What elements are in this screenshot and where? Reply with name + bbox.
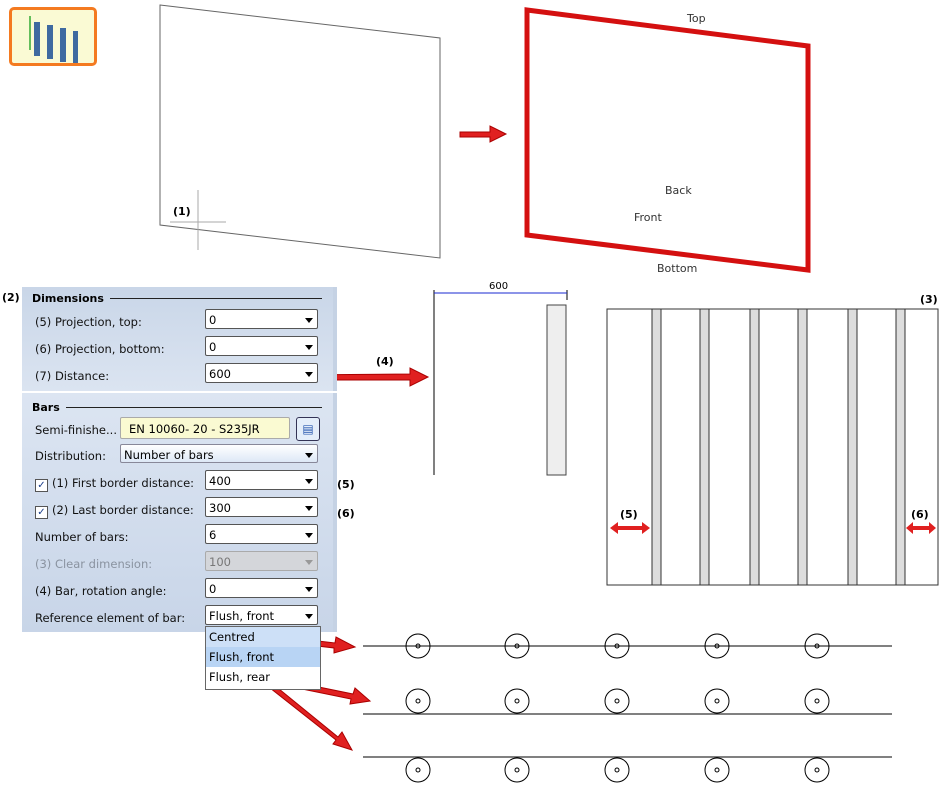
checkbox[interactable]: ✓ [35, 479, 48, 492]
dimension-value: 600 [489, 281, 509, 292]
elevation-view [606, 308, 939, 586]
dimensions-section: Dimensions (5) Projection, top: 0 (6) Pr… [22, 287, 337, 391]
option-centred[interactable]: Centred [206, 627, 320, 647]
bar-section-circle [415, 767, 421, 773]
label-1: (1) [173, 205, 191, 218]
distance-label: (7) Distance: [35, 369, 110, 383]
label-5: (5) [337, 478, 355, 491]
section-view [433, 290, 568, 476]
bar-section-circle [604, 757, 630, 783]
bar-section-circle [504, 757, 530, 783]
semi-finished-field[interactable]: EN 10060- 20 - S235JR [120, 417, 290, 439]
bar-row-field[interactable]: 0 [205, 578, 318, 598]
bar-section-circle [405, 633, 431, 659]
bar-section-circle [504, 633, 530, 659]
projection-top-field[interactable]: 0 [205, 309, 318, 329]
bar-row-field: 100 [205, 551, 318, 571]
bar-section-circle [415, 698, 421, 704]
bar-section-circle [405, 757, 431, 783]
frame-back-label: Back [665, 184, 692, 197]
reference-dropdown-list: Centred Flush, front Flush, rear [205, 626, 321, 690]
bar-row-field[interactable]: 6 [205, 524, 318, 544]
label-4: (4) [376, 355, 394, 368]
bar-row-field[interactable]: Flush, front [205, 605, 318, 625]
label-5-drawing: (5) [620, 508, 638, 521]
label-3: (3) [920, 293, 938, 306]
bar-section-circle [814, 643, 820, 649]
bar-section-circle [415, 643, 421, 649]
bar-row-label: (3) Clear dimension: [35, 557, 153, 571]
bar-section-circle [504, 688, 530, 714]
bar-section-circle [714, 643, 720, 649]
bar-section-circle [814, 767, 820, 773]
bar-row-label: Reference element of bar: [35, 611, 186, 625]
distance-field[interactable]: 600 [205, 363, 318, 383]
bar-section-circle [405, 688, 431, 714]
bar-section-circle [514, 698, 520, 704]
bar-section-circle [514, 643, 520, 649]
bar-section-circle [604, 688, 630, 714]
frame-bottom-label: Bottom [657, 262, 698, 275]
semi-finished-label: Semi-finishe... [35, 423, 117, 437]
distribution-label: Distribution: [35, 449, 106, 463]
dimensions-title: Dimensions [32, 292, 322, 305]
label-6-drawing: (6) [911, 508, 929, 521]
bar-section-circle [704, 688, 730, 714]
bar-section-circle [704, 757, 730, 783]
option-flush-front[interactable]: Flush, front [206, 647, 320, 667]
bar-section-circle [614, 643, 620, 649]
bar-section-circle [714, 698, 720, 704]
frame-top-label: Top [687, 12, 706, 25]
bar-grid-icon [9, 7, 97, 66]
bar-row-label: ✓(1) First border distance: [35, 476, 194, 492]
frame-3d [524, 7, 811, 273]
projection-top-label: (5) Projection, top: [35, 315, 142, 329]
bar-section-circle [804, 757, 830, 783]
bar-section-circle [804, 688, 830, 714]
bars-title: Bars [32, 401, 322, 414]
bar-section-circle [714, 767, 720, 773]
bar-section-circle [514, 767, 520, 773]
frame-front-label: Front [634, 211, 662, 224]
wall-outline [159, 4, 441, 259]
option-flush-rear[interactable]: Flush, rear [209, 670, 271, 684]
bar-row-field[interactable]: 400 [205, 470, 318, 490]
projection-bottom-field[interactable]: 0 [205, 336, 318, 356]
catalog-icon[interactable]: ▤ [296, 417, 320, 441]
bar-plans [363, 633, 892, 783]
projection-bottom-label: (6) Projection, bottom: [35, 342, 165, 356]
bars-section: Bars Semi-finishe... EN 10060- 20 - S235… [22, 393, 337, 632]
bar-section-circle [704, 633, 730, 659]
border-arrows [610, 522, 936, 534]
bar-row-label: ✓(2) Last border distance: [35, 503, 194, 519]
label-2: (2) [2, 291, 20, 304]
bar-row-field[interactable]: 300 [205, 497, 318, 517]
label-6: (6) [337, 507, 355, 520]
bar-section-circle [804, 633, 830, 659]
bar-section-circle [614, 767, 620, 773]
bar-row-label: Number of bars: [35, 530, 129, 544]
distribution-select[interactable]: Number of bars [120, 444, 318, 463]
bar-section-circle [814, 698, 820, 704]
bar-section-circle [614, 698, 620, 704]
bar-row-label: (4) Bar, rotation angle: [35, 584, 167, 598]
bar-section-circle [604, 633, 630, 659]
checkbox[interactable]: ✓ [35, 506, 48, 519]
